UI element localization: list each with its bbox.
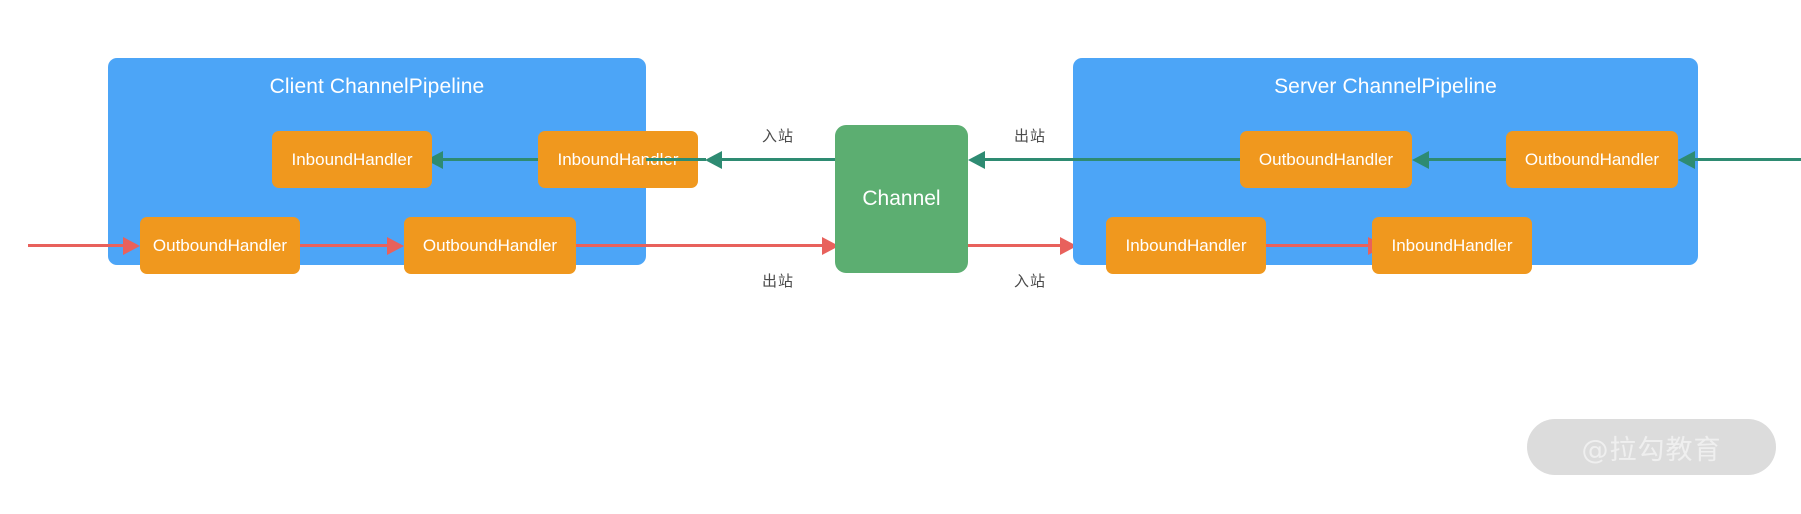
client-outbound-to-channel-line xyxy=(576,244,826,247)
channel-to-client-inbound-line-inner xyxy=(646,158,706,161)
client-outbound-arrow-line-1 xyxy=(300,244,387,247)
channel-to-server-inbound-line xyxy=(968,244,1060,247)
server-outbound-handler-1[interactable]: OutboundHandler xyxy=(1240,131,1412,188)
channel-box[interactable]: Channel xyxy=(835,125,968,273)
channel-to-client-inbound-line xyxy=(722,158,835,161)
client-outbound-entry-arrow-line xyxy=(28,244,123,247)
server-pipeline-title: Server ChannelPipeline xyxy=(1274,75,1497,98)
channel-to-server-inbound-head xyxy=(1060,237,1077,255)
client-pipeline-title: Client ChannelPipeline xyxy=(269,75,485,98)
watermark-text: @拉勾教育 xyxy=(1581,434,1722,466)
client-outbound-flow-label: 出站 xyxy=(762,272,795,290)
server-inbound-arrow-line-1 xyxy=(1266,244,1368,247)
client-inbound-arrow-line xyxy=(443,158,623,161)
client-outbound-handler-1[interactable]: OutboundHandler xyxy=(140,217,300,274)
server-outbound-entry-arrow-line xyxy=(1695,158,1801,161)
client-outbound-arrow-head-1 xyxy=(387,237,404,255)
watermark-badge: @拉勾教育 xyxy=(1527,419,1776,475)
server-inbound-flow-label: 入站 xyxy=(1014,272,1047,290)
client-inbound-handler-1[interactable]: InboundHandler xyxy=(272,131,432,188)
server-outbound-flow-label: 出站 xyxy=(1014,127,1047,145)
client-outbound-entry-arrow-head xyxy=(123,237,140,255)
server-outbound-entry-arrow-head xyxy=(1678,151,1695,169)
client-inbound-flow-label: 入站 xyxy=(762,127,795,145)
server-outbound-arrow-head-1 xyxy=(1412,151,1429,169)
server-to-channel-outbound-head xyxy=(968,151,985,169)
server-outbound-arrow-line-1 xyxy=(1429,158,1506,161)
channel-to-client-inbound-head xyxy=(705,151,722,169)
server-inbound-handler-1[interactable]: InboundHandler xyxy=(1106,217,1266,274)
client-outbound-to-channel-head xyxy=(822,237,839,255)
client-outbound-handler-2[interactable]: OutboundHandler xyxy=(404,217,576,274)
server-outbound-arrow-line-inner xyxy=(1073,158,1240,161)
server-outbound-handler-2[interactable]: OutboundHandler xyxy=(1506,131,1678,188)
server-to-channel-outbound-line xyxy=(985,158,1073,161)
server-inbound-handler-2[interactable]: InboundHandler xyxy=(1372,217,1532,274)
